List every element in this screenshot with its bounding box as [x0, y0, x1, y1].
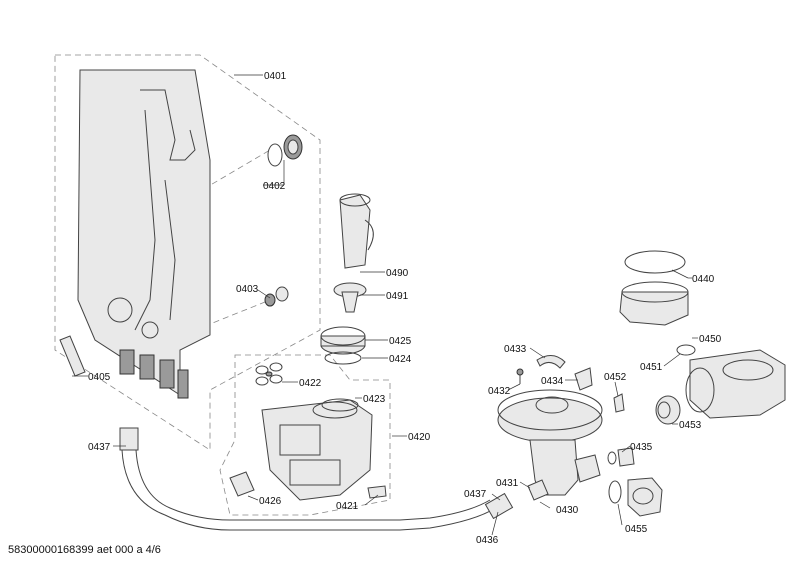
callout-0490: 0490	[386, 268, 409, 279]
fitting-0435	[607, 447, 635, 467]
duct-panel-0401	[77, 69, 211, 399]
callout-0455: 0455	[625, 524, 648, 535]
callout-0423: 0423	[363, 394, 386, 405]
hose-0437-right	[484, 492, 514, 520]
callout-0440: 0440	[692, 274, 715, 285]
callout-0420: 0420	[408, 432, 431, 443]
valve-0455	[627, 477, 663, 517]
lid-0425	[320, 326, 366, 355]
screw-0432	[516, 368, 524, 384]
hose-0437-left	[119, 427, 231, 531]
heater-ring-0440	[619, 250, 689, 326]
bracket-0421	[367, 485, 387, 499]
connector-0431	[527, 479, 549, 501]
callout-0402: 0402	[263, 181, 286, 192]
clamp-0451	[676, 344, 696, 356]
callout-0452: 0452	[604, 372, 627, 383]
callout-0437-right: 0437	[464, 489, 487, 500]
callout-0451: 0451	[640, 362, 663, 373]
callout-0421: 0421	[336, 501, 359, 512]
callout-0425: 0425	[389, 336, 412, 347]
callout-0450: 0450	[699, 334, 722, 345]
fitting-0403	[264, 286, 289, 307]
connector-0426	[229, 471, 255, 497]
seal-set-0422	[255, 362, 283, 386]
callout-0453: 0453	[679, 420, 702, 431]
cap-0491	[333, 282, 367, 313]
seal-rings-0402	[267, 134, 303, 167]
callout-0405: 0405	[88, 372, 111, 383]
callout-0434: 0434	[541, 376, 564, 387]
drawing-reference: 58300000168399 aet 000 a 4/6	[8, 544, 161, 556]
callout-0436: 0436	[476, 535, 499, 546]
pump-0450	[685, 349, 786, 419]
clip-0433	[536, 355, 566, 369]
assembly-boundary-lower	[219, 354, 391, 516]
callout-0426: 0426	[259, 496, 282, 507]
clip-0452	[613, 393, 625, 413]
seal-0455	[608, 480, 622, 504]
callout-0437-left: 0437	[88, 442, 111, 453]
water-softener-0420	[261, 399, 373, 501]
callout-0401: 0401	[264, 71, 287, 82]
ring-0424	[324, 351, 362, 365]
callout-0403: 0403	[236, 284, 259, 295]
clip-0405	[59, 335, 86, 377]
jug-0490	[339, 193, 374, 269]
callout-0491: 0491	[386, 291, 409, 302]
flap-0434	[574, 367, 593, 391]
callout-0435: 0435	[630, 442, 653, 453]
callout-0430: 0430	[556, 505, 579, 516]
leader-lines	[72, 74, 698, 536]
callout-0432: 0432	[488, 386, 511, 397]
callout-0424: 0424	[389, 354, 412, 365]
pump-connector-0453	[655, 395, 681, 425]
seal-0423	[321, 398, 359, 412]
callout-0422: 0422	[299, 378, 322, 389]
callout-0433: 0433	[504, 344, 527, 355]
callout-0431: 0431	[496, 478, 519, 489]
